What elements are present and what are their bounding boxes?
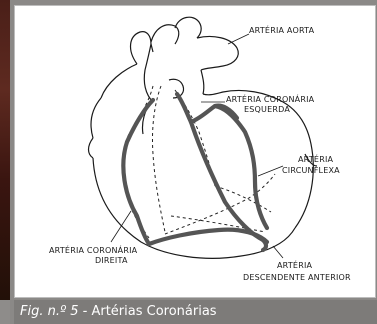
label-left-coronary-line1: ARTÉRIA CORONÁRIA xyxy=(226,93,315,104)
label-aorta: ARTÉRIA AORTA xyxy=(249,24,315,35)
label-leader-lines xyxy=(111,34,283,258)
label-anterior-desc-line1: ARTÉRIA xyxy=(277,259,313,270)
label-left-coronary-line2: ESQUERDA xyxy=(244,105,290,114)
heart-diagram-figure: ARTÉRIA AORTA ARTÉRIA CORONÁRIA ESQUERDA… xyxy=(14,5,376,298)
heart-diagram: ARTÉRIA AORTA ARTÉRIA CORONÁRIA ESQUERDA… xyxy=(15,6,375,297)
heart-outline xyxy=(89,17,318,258)
background-photo-strip xyxy=(0,0,10,300)
label-right-coronary-line1: ARTÉRIA CORONÁRIA xyxy=(49,244,138,255)
figure-caption: Fig. n.º 5 - Artérias Coronárias xyxy=(14,300,377,324)
label-anterior-desc-line2: DESCENDENTE ANTERIOR xyxy=(243,273,351,282)
background-photo-strip-bottom xyxy=(0,300,10,324)
caption-title: Artérias Coronárias xyxy=(91,304,216,319)
coronary-arteries xyxy=(123,94,267,250)
caption-prefix: Fig. n.º 5 - xyxy=(20,304,91,319)
label-circumflex-line1: ARTÉRIA xyxy=(298,153,334,164)
label-circumflex-line2: CIRCUNFLEXA xyxy=(282,166,340,175)
label-right-coronary-line2: DIREITA xyxy=(95,256,128,265)
